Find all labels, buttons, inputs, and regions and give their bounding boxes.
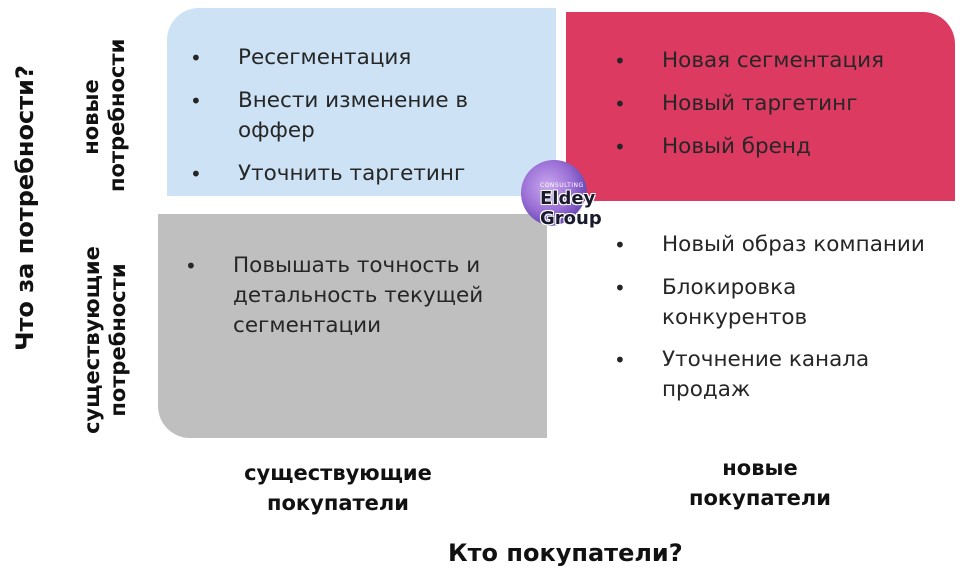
list-item-text: Ресегментация: [238, 45, 412, 70]
quadrant-existing-needs-existing-buyers: [158, 214, 547, 438]
x-label-new-buyers-line1: новые: [722, 456, 798, 480]
list-item-text-line2: продаж: [662, 377, 751, 402]
y-axis-title: Что за потребности?: [10, 58, 40, 358]
list-item-text-line3: сегментации: [233, 313, 382, 338]
y-axis-title-text: Что за потребности?: [11, 65, 39, 351]
x-label-existing-buyers-line1: существующие: [244, 461, 432, 485]
y-label-existing-needs-line1: существующие: [80, 246, 104, 434]
bullet: •: [614, 49, 626, 73]
y-label-new-needs-line1: новые: [79, 79, 103, 155]
eldey-group-logo: CONSULTING Eldey Group: [518, 155, 620, 235]
bullet: •: [190, 89, 202, 113]
list-item-text: Уточнить таргетинг: [238, 161, 466, 186]
list-item-text: Новый таргетинг: [662, 91, 858, 116]
list-item-text-line1: Внести изменение в: [238, 88, 469, 113]
x-axis-title: Кто покупатели?: [448, 539, 683, 567]
y-label-new-needs-line2: потребности: [105, 38, 129, 192]
quadrant-new-needs-existing-buyers: [167, 8, 556, 196]
bullet: •: [614, 348, 626, 372]
bullet: •: [614, 233, 626, 257]
list-item-text: Новый бренд: [662, 134, 811, 159]
list-item-text-line1: Повышать точность и: [233, 253, 481, 278]
logo-brand-line1: Eldey: [540, 188, 596, 209]
bullet: •: [185, 254, 197, 278]
list-item-text: Новая сегментация: [662, 48, 885, 73]
logo-blob: [521, 160, 587, 226]
list-item-text-line1: Блокировка: [662, 275, 797, 300]
list-item-text: Новый образ компании: [662, 232, 925, 257]
y-label-existing-needs-line2: потребности: [106, 263, 130, 417]
x-label-existing-buyers-line2: покупатели: [266, 491, 410, 515]
y-label-existing-needs: существующие потребности: [79, 245, 131, 435]
list-item-text-line2: оффер: [238, 118, 315, 143]
bullet: •: [190, 162, 202, 186]
list-item-text-line2: детальность текущей: [233, 283, 484, 308]
x-label-existing-buyers: существующие покупатели: [218, 458, 458, 518]
bullet: •: [614, 276, 626, 300]
list-item-text-line2: конкурентов: [662, 305, 808, 330]
list-item-text-line1: Уточнение канала: [662, 347, 870, 372]
x-label-new-buyers: новые покупатели: [660, 453, 860, 513]
logo-brand-line2: Group: [540, 208, 602, 229]
quadrant-new-needs-new-buyers: [566, 12, 955, 201]
bullet: •: [614, 92, 626, 116]
logo-brand-text: Eldey Group: [540, 189, 602, 229]
logo-consulting-text: CONSULTING: [540, 182, 584, 189]
y-label-new-needs: новые потребности: [78, 38, 130, 192]
x-label-new-buyers-line2: покупатели: [688, 486, 832, 510]
bullet: •: [190, 46, 202, 70]
bullet: •: [614, 135, 626, 159]
